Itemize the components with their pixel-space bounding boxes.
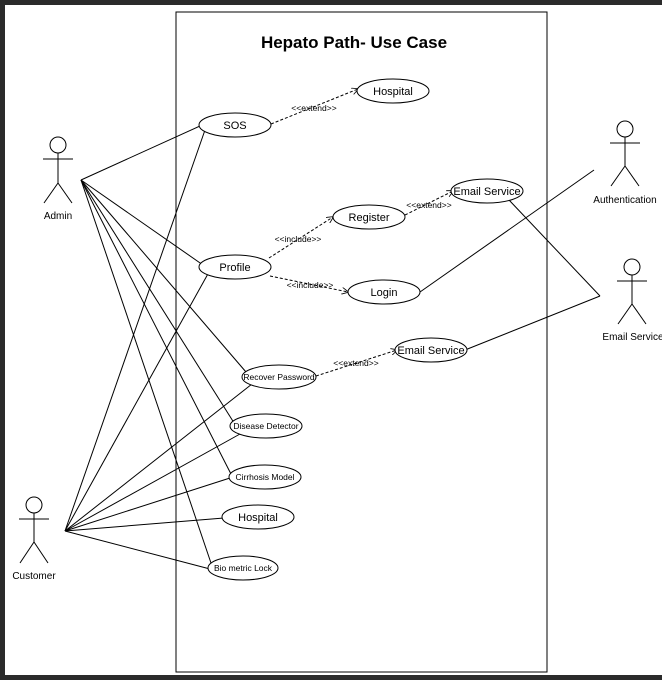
use-case-email-service-mid-label: Email Service (397, 345, 464, 357)
use-case-cirrhosis-model[interactable]: Cirrhosis Model (228, 464, 302, 490)
use-case-biometric-lock-label: Bio metric Lock (214, 563, 273, 573)
diagram-canvas: Hepato Path- Use Case <<extend>> <<inclu… (5, 5, 662, 675)
use-case-hospital-bottom[interactable]: Hospital (221, 504, 295, 530)
use-case-hospital-bottom-label: Hospital (238, 512, 278, 524)
use-case-email-service-top-label: Email Service (453, 186, 520, 198)
actor-admin-label: Admin (44, 211, 72, 222)
sos-hospital-extend-label: <<extend>> (291, 103, 336, 113)
login-authentication-association (419, 169, 595, 293)
use-case-recover-password-label: Recover Password (243, 372, 315, 382)
profile-login-include-arrow (269, 275, 348, 292)
email-service-association-top (508, 199, 601, 297)
recover-email-extend-arrow (315, 350, 397, 377)
use-case-profile-label: Profile (219, 262, 250, 274)
use-case-sos[interactable]: SOS (198, 112, 272, 138)
actor-customer[interactable] (19, 496, 49, 564)
use-case-profile[interactable]: Profile (198, 254, 272, 280)
use-case-biometric-lock[interactable]: Bio metric Lock (207, 555, 279, 581)
profile-register-include-arrow (268, 217, 333, 259)
email-service-association-mid (464, 295, 601, 351)
register-email-extend-arrow (404, 191, 453, 216)
use-case-register-label: Register (349, 212, 390, 224)
system-boundary (175, 11, 548, 673)
use-case-diagram: Hepato Path- Use Case <<extend>> <<inclu… (12, 11, 662, 673)
sos-hospital-extend-arrow (270, 89, 358, 125)
use-case-sos-label: SOS (223, 120, 246, 132)
diagram-title: Hepato Path- Use Case (261, 33, 447, 52)
actor-admin[interactable] (43, 136, 73, 204)
profile-register-include-label: <<include>> (275, 234, 322, 244)
profile-login-include-label: <<include>> (287, 280, 334, 290)
use-case-hospital-top-label: Hospital (373, 86, 413, 98)
customer-associations (64, 129, 253, 570)
use-case-register[interactable]: Register (332, 204, 406, 230)
actor-authentication-label: Authentication (593, 195, 656, 206)
use-case-hospital-top[interactable]: Hospital (356, 78, 430, 104)
actor-customer-label: Customer (12, 571, 56, 582)
recover-email-extend-label: <<extend>> (333, 358, 378, 368)
use-case-login-label: Login (371, 287, 398, 299)
actor-email-service-label: Email Service (602, 332, 662, 343)
use-case-email-service-mid[interactable]: Email Service (394, 337, 468, 363)
use-case-login[interactable]: Login (347, 279, 421, 305)
admin-associations (80, 125, 247, 567)
use-case-disease-detector[interactable]: Disease Detector (229, 413, 303, 439)
register-email-extend-label: <<extend>> (406, 200, 451, 210)
use-case-cirrhosis-model-label: Cirrhosis Model (235, 472, 294, 482)
use-case-email-service-top[interactable]: Email Service (450, 178, 524, 204)
use-case-recover-password[interactable]: Recover Password (241, 364, 317, 390)
actor-email-service[interactable] (617, 258, 647, 325)
use-case-disease-detector-label: Disease Detector (233, 421, 298, 431)
actor-authentication[interactable] (610, 120, 640, 187)
